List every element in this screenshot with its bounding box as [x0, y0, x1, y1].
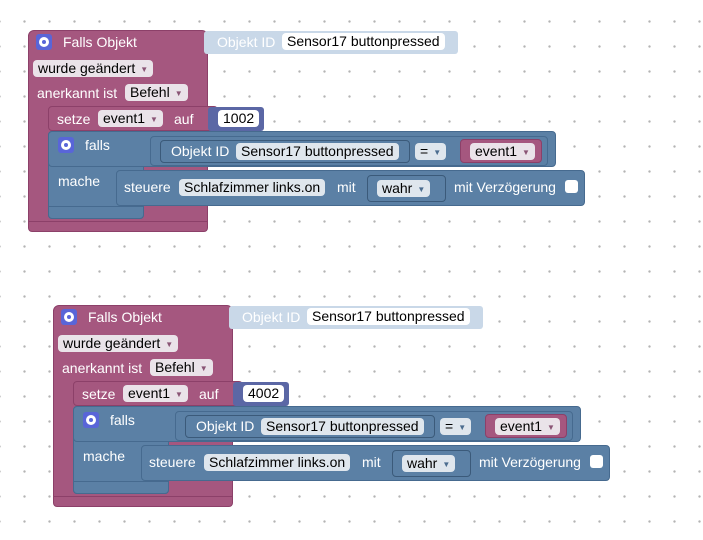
if-label: falls — [85, 137, 110, 153]
changed-mode-dropdown[interactable]: wurde geändert ▼ — [33, 60, 154, 77]
control-label: steuere — [124, 179, 171, 195]
triangle-down-icon: ▼ — [417, 184, 426, 194]
do-label: mache — [83, 448, 126, 464]
control-with-label: mit — [337, 179, 356, 195]
triangle-down-icon: ▼ — [522, 147, 530, 157]
changed-mode-value: wurde geändert — [63, 335, 161, 351]
changed-mode-dropdown[interactable]: wurde geändert ▼ — [58, 335, 179, 352]
control-with-label: mit — [362, 454, 381, 470]
operator-value: = — [420, 143, 429, 159]
operator-value: = — [445, 418, 454, 434]
ack-dropdown[interactable]: Befehl ▼ — [125, 84, 188, 101]
control-value-dropdown[interactable]: wahr ▼ — [402, 455, 456, 472]
delay-checkbox[interactable] — [590, 455, 603, 468]
set-label: setze — [57, 111, 91, 127]
control-label: steuere — [149, 454, 196, 470]
number-value[interactable]: 1002 — [218, 110, 260, 127]
delay-label: mit Verzögerung — [454, 179, 556, 195]
triangle-down-icon: ▼ — [140, 64, 149, 74]
triangle-down-icon: ▼ — [547, 422, 555, 432]
gear-icon[interactable] — [36, 34, 52, 50]
cond-var-value: event1 — [500, 418, 543, 434]
trigger-title: Falls Objekt — [88, 309, 162, 325]
trigger-block-footer — [53, 496, 233, 507]
trigger-title: Falls Objekt — [63, 34, 137, 50]
delay-checkbox[interactable] — [565, 180, 578, 193]
operator-dropdown[interactable]: =▼ — [415, 143, 447, 160]
control-target-field[interactable]: Schlafzimmer links.on — [204, 454, 351, 471]
triangle-down-icon: ▼ — [165, 339, 174, 349]
triangle-down-icon: ▼ — [150, 114, 158, 124]
cond-var-dropdown[interactable]: event1 ▼ — [470, 143, 535, 160]
object-id-field[interactable]: Sensor17 buttonpressed — [282, 33, 445, 50]
triangle-down-icon: ▼ — [442, 459, 451, 469]
set-var-value: event1 — [128, 385, 171, 401]
set-var-value: event1 — [103, 110, 146, 126]
ack-label: anerkannt ist — [37, 85, 118, 101]
cond-object-id-label: Objekt ID — [171, 143, 230, 159]
if-block-footer — [73, 481, 169, 494]
object-id-label: Objekt ID — [242, 309, 301, 325]
gear-icon[interactable] — [83, 412, 99, 428]
cond-object-id-field[interactable]: Sensor17 buttonpressed — [261, 418, 424, 435]
cond-var-value: event1 — [475, 143, 518, 159]
do-label: mache — [58, 173, 101, 189]
gear-icon[interactable] — [58, 137, 74, 153]
trigger-block-footer — [28, 221, 208, 232]
ack-value: Befehl — [155, 359, 195, 375]
triangle-down-icon: ▼ — [174, 88, 183, 98]
delay-label: mit Verzögerung — [479, 454, 581, 470]
number-value[interactable]: 4002 — [243, 385, 285, 402]
if-block-footer — [48, 206, 144, 219]
control-target-field[interactable]: Schlafzimmer links.on — [179, 179, 326, 196]
control-value-dropdown[interactable]: wahr ▼ — [377, 180, 431, 197]
operator-dropdown[interactable]: =▼ — [440, 418, 472, 435]
ack-dropdown[interactable]: Befehl ▼ — [150, 359, 213, 376]
gear-icon[interactable] — [61, 309, 77, 325]
object-id-label: Objekt ID — [217, 34, 276, 50]
cond-object-id-label: Objekt ID — [196, 418, 255, 434]
control-value: wahr — [407, 455, 438, 471]
ack-label: anerkannt ist — [62, 360, 143, 376]
set-var-dropdown[interactable]: event1 ▼ — [98, 110, 163, 127]
triangle-down-icon: ▼ — [199, 363, 208, 373]
control-value: wahr — [382, 180, 413, 196]
triangle-down-icon: ▼ — [458, 422, 467, 432]
ack-value: Befehl — [130, 84, 170, 100]
changed-mode-value: wurde geändert — [38, 60, 136, 76]
set-label: setze — [82, 386, 116, 402]
object-id-field[interactable]: Sensor17 buttonpressed — [307, 308, 470, 325]
cond-object-id-field[interactable]: Sensor17 buttonpressed — [236, 143, 399, 160]
triangle-down-icon: ▼ — [175, 389, 183, 399]
set-to-label: auf — [174, 111, 194, 127]
set-var-dropdown[interactable]: event1 ▼ — [123, 385, 188, 402]
if-label: falls — [110, 412, 135, 428]
triangle-down-icon: ▼ — [433, 147, 442, 157]
cond-var-dropdown[interactable]: event1 ▼ — [495, 418, 560, 435]
set-to-label: auf — [199, 386, 219, 402]
